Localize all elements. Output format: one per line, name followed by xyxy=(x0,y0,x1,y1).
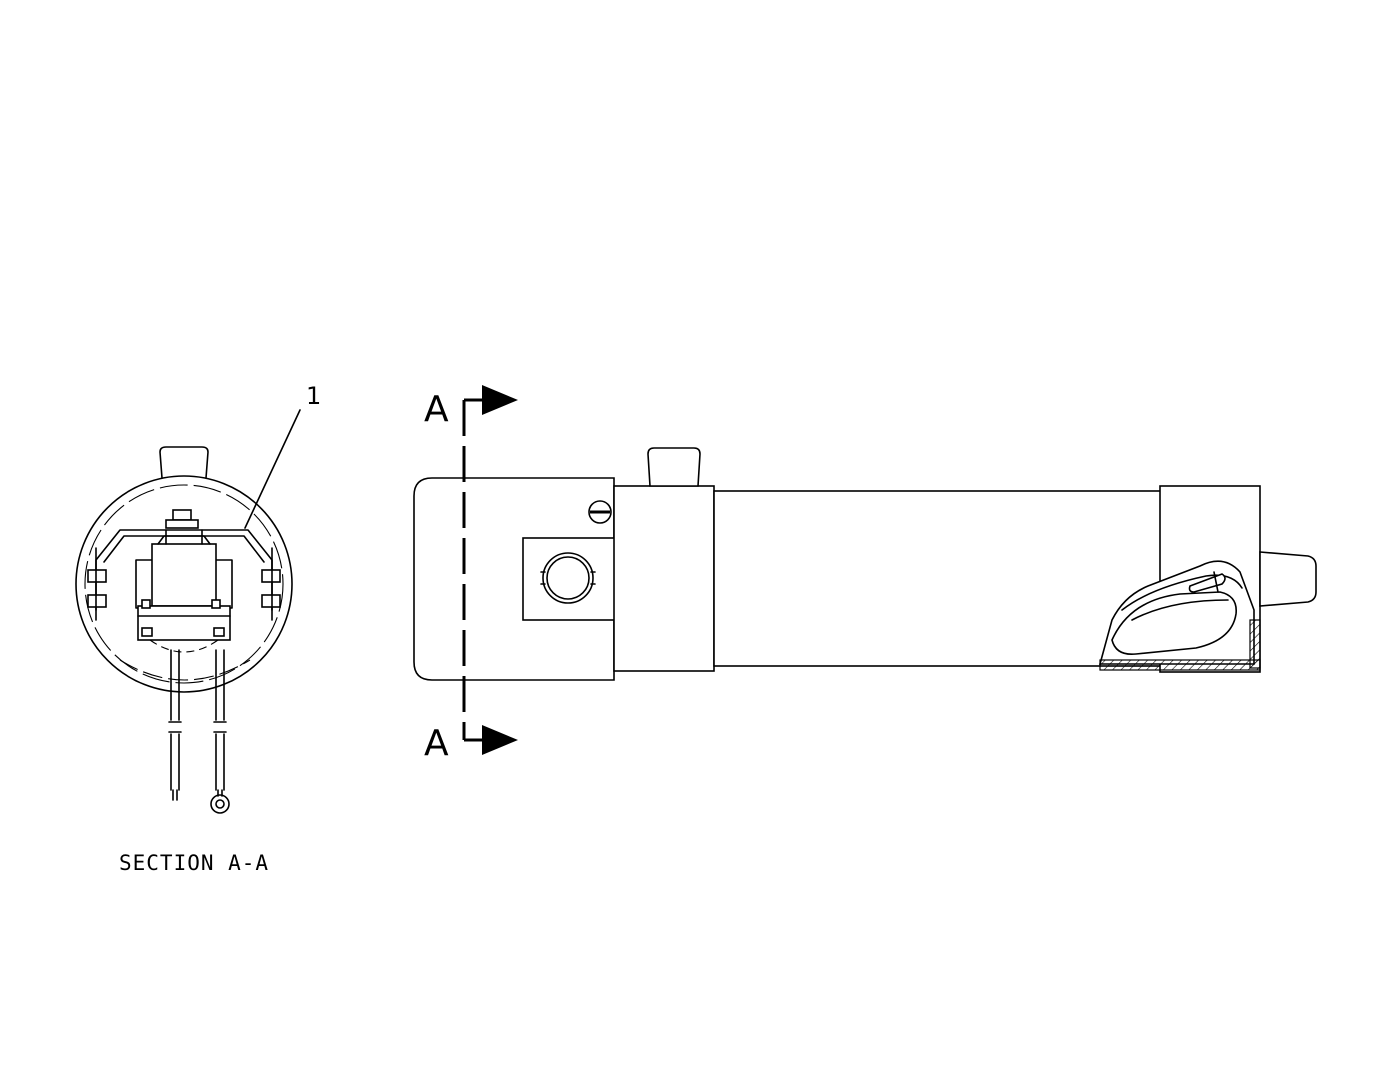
port-square xyxy=(522,537,616,621)
right-clip xyxy=(261,569,281,583)
wire-right xyxy=(213,649,227,797)
section-cut-line xyxy=(462,385,518,755)
left-clip xyxy=(87,569,107,583)
collar xyxy=(613,485,715,672)
housing-inner-ring xyxy=(84,484,284,684)
top-cap xyxy=(647,447,701,487)
section-caption: SECTION A-A xyxy=(119,851,269,875)
switch-body xyxy=(151,543,217,607)
section-view xyxy=(75,409,301,814)
cut-label-bottom: A xyxy=(424,723,449,764)
ring-terminal xyxy=(210,794,230,814)
section-top-cap xyxy=(159,446,209,479)
callout-1: 1 xyxy=(306,382,321,410)
cut-label-top: A xyxy=(424,389,449,430)
wire-left xyxy=(168,649,182,801)
port-circle xyxy=(542,552,594,604)
end-cap-left xyxy=(413,477,615,681)
side-view xyxy=(413,447,1317,681)
cutaway xyxy=(1098,560,1261,671)
housing-outer-ring xyxy=(75,475,293,693)
main-tube xyxy=(713,490,1165,667)
top-screw xyxy=(172,509,192,521)
callout-leader xyxy=(244,409,301,529)
nozzle xyxy=(1259,551,1317,607)
